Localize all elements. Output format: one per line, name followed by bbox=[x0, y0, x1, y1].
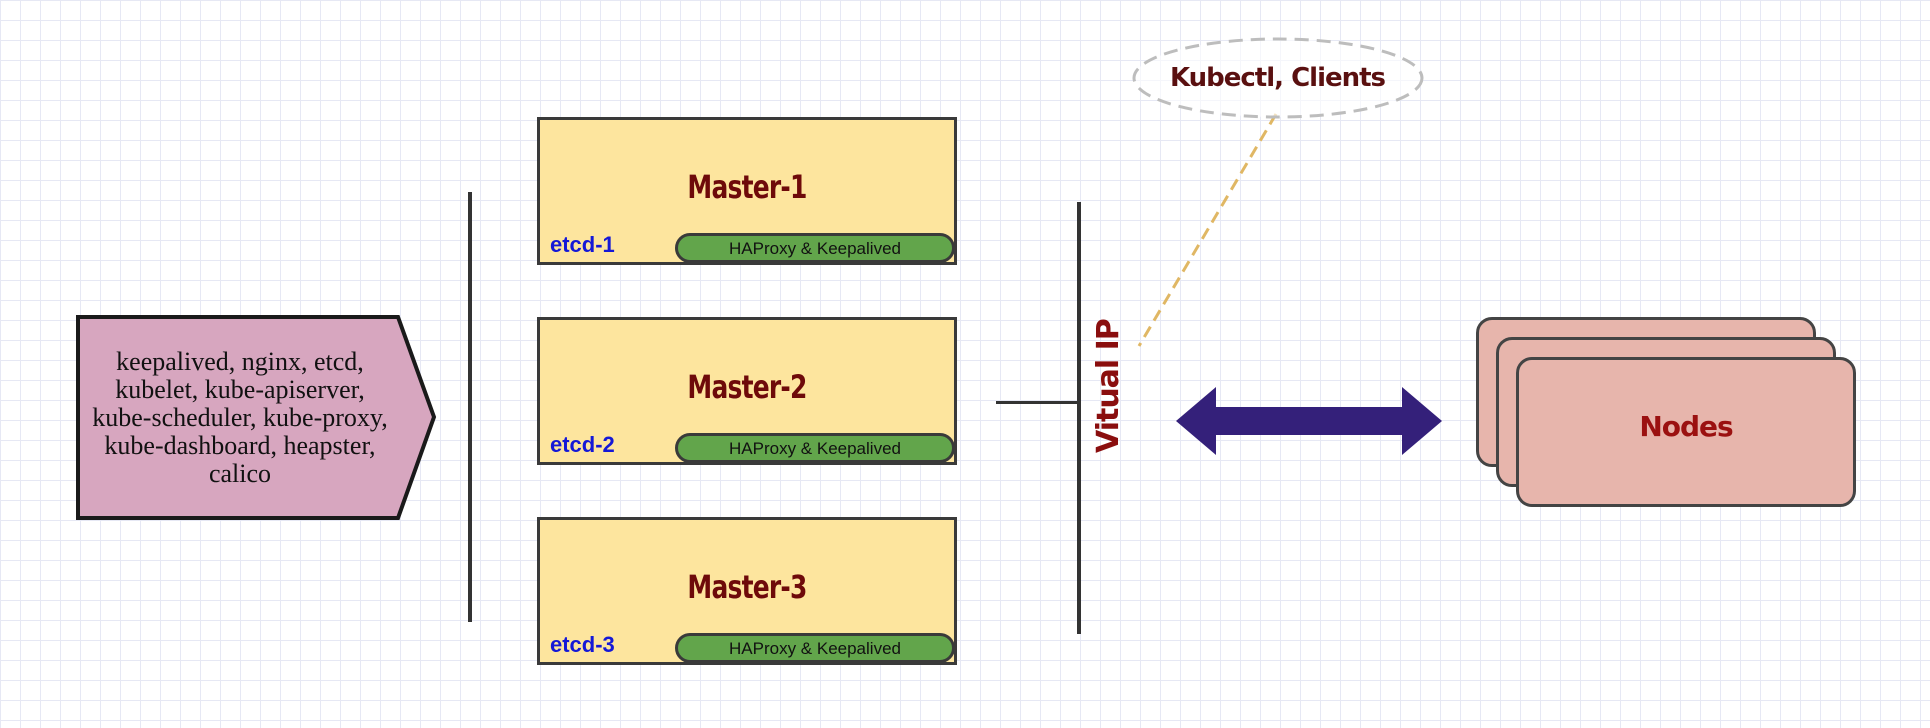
components-text: keepalived, nginx, etcd, kubelet, kube-a… bbox=[92, 347, 388, 488]
vip-connector-line bbox=[996, 401, 1078, 404]
master-1-haproxy[interactable]: HAProxy & Keepalived bbox=[675, 233, 955, 263]
master-3-box[interactable]: Master-3 etcd-3 HAProxy & Keepalived bbox=[537, 517, 957, 665]
left-bus-line bbox=[468, 192, 472, 622]
master-2-box[interactable]: Master-2 etcd-2 HAProxy & Keepalived bbox=[537, 317, 957, 465]
etcd-3-label: etcd-3 bbox=[550, 632, 615, 657]
components-shape bbox=[76, 315, 437, 520]
clients-connector bbox=[1137, 113, 1278, 347]
master-3-title: Master-3 bbox=[687, 568, 807, 606]
master-2-title: Master-2 bbox=[687, 368, 807, 406]
nodes-label: Nodes bbox=[1639, 410, 1733, 443]
master-1-title: Master-1 bbox=[687, 168, 807, 206]
node-card-front[interactable]: Nodes bbox=[1516, 357, 1856, 507]
virtual-ip-label: Vitual IP bbox=[1091, 319, 1126, 453]
components-list: keepalived, nginx, etcd, kubelet, kube-a… bbox=[90, 343, 390, 493]
etcd-1-label: etcd-1 bbox=[550, 232, 615, 257]
master-1-box[interactable]: Master-1 etcd-1 HAProxy & Keepalived bbox=[537, 117, 957, 265]
master-2-haproxy[interactable]: HAProxy & Keepalived bbox=[675, 433, 955, 463]
clients-label: Kubectl, Clients bbox=[1169, 63, 1386, 93]
etcd-2-label: etcd-2 bbox=[550, 432, 615, 457]
double-arrow-icon bbox=[1176, 387, 1442, 455]
master-3-haproxy[interactable]: HAProxy & Keepalived bbox=[675, 633, 955, 663]
clients-ellipse bbox=[1132, 37, 1424, 119]
vip-bus-line bbox=[1077, 202, 1081, 634]
